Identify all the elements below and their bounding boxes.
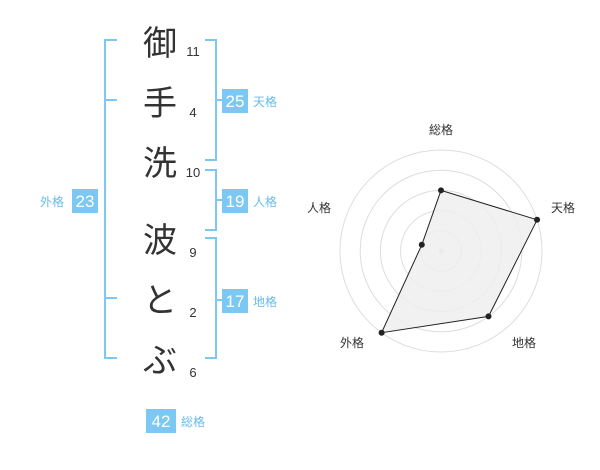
tenkaku-label: 天格: [253, 94, 277, 109]
gaikaku-bracket-line: [104, 39, 117, 359]
jinkaku-badge: 19 人格: [222, 189, 277, 213]
gaikaku-badge-box: [72, 189, 98, 213]
tenkaku-bracket: [205, 39, 217, 161]
gaikaku-value: 23: [76, 192, 95, 211]
radar-label-chikaku: 地格: [512, 335, 536, 350]
radar-point: [438, 187, 444, 194]
radar-label-tenkaku: 天格: [551, 200, 575, 215]
gaikaku-bracket: [104, 39, 117, 359]
radar-point: [485, 313, 492, 320]
jinkaku-label: 人格: [253, 194, 277, 209]
stroke-count-1: 11: [186, 44, 200, 59]
chikaku-badge-box: [222, 289, 248, 313]
radar-label-gaikaku: 外格: [340, 335, 364, 350]
name-char-1: 御: [143, 24, 177, 64]
stroke-count-3: 10: [186, 165, 200, 180]
radar-polygon: [380, 189, 538, 334]
chikaku-badge: 17 地格: [222, 289, 277, 313]
jinkaku-badge-box: [222, 189, 248, 213]
soukaku-badge: 42 総格: [146, 409, 205, 433]
radar-chart: 総格 天格 地格 外格 人格: [307, 122, 575, 353]
name-char-3: 洗: [143, 144, 177, 184]
chikaku-value: 17: [226, 292, 245, 311]
radar-label-jinkaku: 人格: [307, 200, 331, 215]
soukaku-label: 総格: [181, 414, 205, 429]
stroke-count-5: 2: [189, 305, 196, 320]
tenkaku-badge: 25 天格: [222, 89, 277, 113]
radar-label-soukaku: 総格: [429, 122, 453, 137]
name-char-6: ぶ: [143, 341, 177, 381]
name-char-2: 手: [143, 84, 177, 124]
chikaku-label: 地格: [253, 294, 277, 309]
jinkaku-bracket: [205, 169, 217, 231]
soukaku-value: 42: [152, 412, 171, 431]
chikaku-bracket: [205, 237, 217, 359]
soukaku-badge-box: [146, 409, 176, 433]
name-char-5: と: [143, 281, 177, 321]
gaikaku-badge: 23 外格: [40, 189, 98, 213]
tenkaku-badge-box: [222, 89, 248, 113]
stroke-count-2: 4: [189, 105, 196, 120]
radar-point: [378, 329, 385, 336]
gaikaku-label: 外格: [40, 194, 64, 209]
name-char-4: 波: [143, 221, 177, 261]
stroke-count-6: 6: [189, 365, 196, 380]
tenkaku-value: 25: [226, 92, 245, 111]
radar-point: [418, 241, 425, 248]
radar-point: [534, 216, 541, 223]
radar-points: [378, 187, 541, 336]
jinkaku-value: 19: [226, 192, 245, 211]
radar-ring: [339, 149, 543, 353]
stroke-count-4: 9: [189, 245, 196, 260]
